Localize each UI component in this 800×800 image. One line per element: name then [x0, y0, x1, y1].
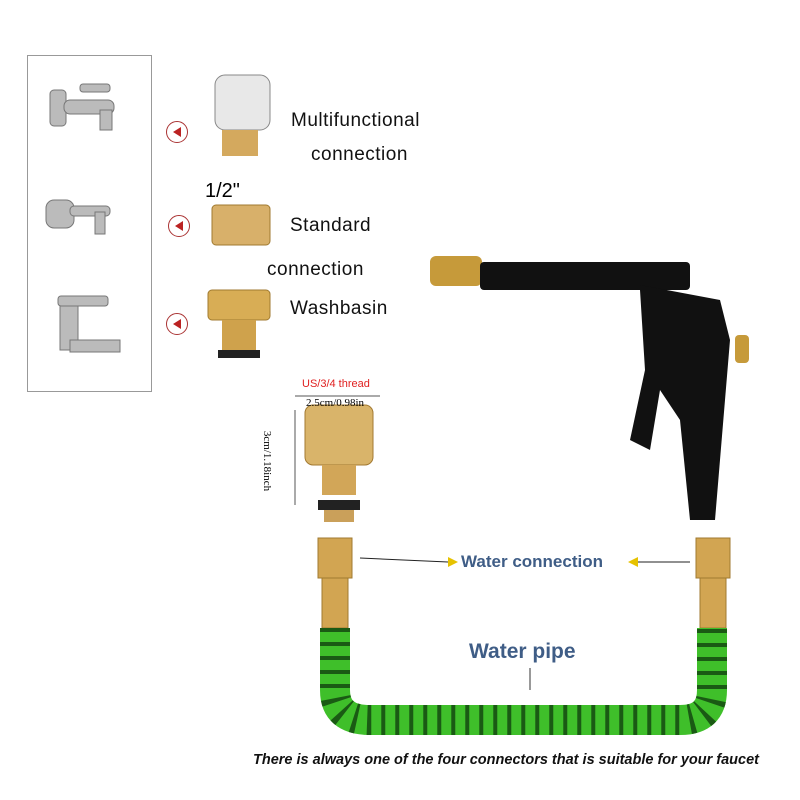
multifunctional-connector: [214, 74, 271, 156]
hose-connector-right: [695, 537, 731, 629]
thread-label: US/3/4 thread: [302, 378, 370, 390]
faucet-panel: [27, 55, 152, 392]
arrow-icon: [168, 215, 190, 237]
width-label: 2.5cm/0.98in: [306, 397, 365, 409]
standard-label-2: connection: [267, 259, 364, 280]
faucet-icon: [45, 199, 111, 235]
basin-faucet-icon: [57, 295, 121, 353]
multifunctional-label-2: connection: [311, 144, 408, 165]
spray-gun: [430, 256, 749, 520]
quick-connector-large: [294, 395, 380, 522]
height-label: 3cm/1.18inch: [261, 430, 274, 492]
standard-label: Standard: [290, 215, 372, 236]
washbasin-connector: [207, 289, 271, 358]
footer-caption: There is always one of the four connecto…: [253, 752, 759, 768]
arrow-icon: [166, 313, 188, 335]
hose-connector-left: [317, 537, 353, 629]
multifunctional-label: Multifunctional: [291, 110, 420, 131]
standard-connector: [211, 204, 271, 246]
arrow-icon: [166, 121, 188, 143]
water-connection-label: Water connection: [461, 552, 603, 571]
water-pipe-label: Water pipe: [469, 640, 576, 663]
faucet-icon: [49, 83, 115, 131]
size-label: 1/2": [205, 180, 240, 202]
washbasin-label: Washbasin: [290, 298, 388, 319]
